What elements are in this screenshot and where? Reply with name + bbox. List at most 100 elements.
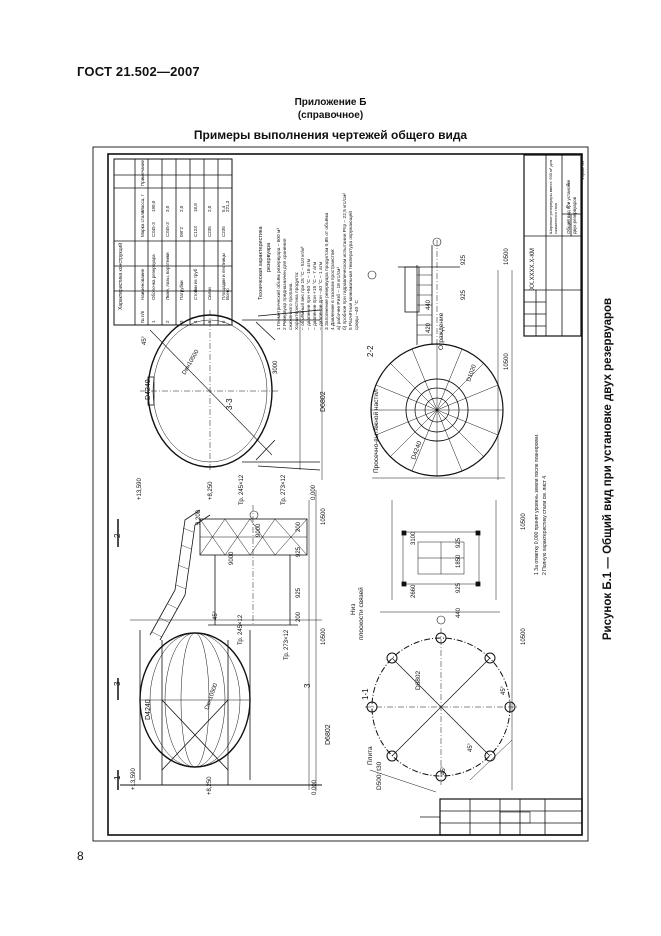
spec-cell: С123 xyxy=(193,226,198,237)
spec-header-note: Примечание xyxy=(140,159,145,186)
mark-3: 3 xyxy=(113,681,122,686)
mark-2: 2 xyxy=(113,533,122,538)
tech-line-4: Характеристика продукта: xyxy=(294,272,300,330)
tech-line-6: – давление при +50 °С – 16 атм xyxy=(306,259,312,330)
pipe-245-bottom: Тр. 245×12 xyxy=(238,614,244,645)
dim-10500-plan: 10500 xyxy=(521,628,527,645)
spec-cell: С345-3 xyxy=(151,222,156,237)
mark-3b: 3 xyxy=(303,683,312,688)
dim-440: 440 xyxy=(456,607,462,618)
elev-8250-bottom: +8,250 xyxy=(207,776,213,795)
spec-table xyxy=(113,158,233,326)
label-plita-size: D500; t30 xyxy=(376,761,383,790)
dim-420: 420 xyxy=(426,322,432,333)
dim-1850: 1850 xyxy=(456,554,462,568)
change-stamp xyxy=(439,798,583,836)
note-2: 2 Полную характеристику стали см. лист 4… xyxy=(542,475,548,575)
stamp-code: ХХ.ХХХХ.Х-КМ xyxy=(530,248,536,290)
stamp-list: 2 xyxy=(565,183,570,186)
dim-925b: 925 xyxy=(296,587,302,598)
dim-925c: 925 xyxy=(456,537,462,548)
spec-cell: 1 xyxy=(151,320,156,323)
stamp-sheet-2: двух резервуаров xyxy=(572,196,577,234)
dim-925-stair-top: 925 xyxy=(461,254,467,265)
dim-10500-plan-top: 10500 xyxy=(521,513,527,530)
elev-8250: +8,250 xyxy=(208,481,214,500)
spec-cell: С345-3 xyxy=(165,222,170,237)
spec-header-name: Наименование xyxy=(140,268,145,300)
spec-cell: 3,0 xyxy=(165,205,170,212)
dim-d6802-plan: D6802 xyxy=(415,670,422,690)
dim-10500-22: 10500 xyxy=(504,353,510,370)
spec-cell: 221,3 xyxy=(225,200,230,212)
label-prosechno: Просечно-вытяжной настил xyxy=(372,389,380,473)
spec-cell: 6 xyxy=(221,320,226,323)
spec-cell: Стойки из труб xyxy=(192,268,198,300)
spec-cell: Всего xyxy=(225,288,230,300)
tech-subtitle: резервуара xyxy=(266,242,272,272)
tech-line-9: 3 Заполнение резервуара продуктом 0,85 о… xyxy=(324,212,330,330)
angle-45c: 45° xyxy=(501,685,507,695)
dim-3100: 3100 xyxy=(411,531,417,545)
spec-header-steel: Марка стали xyxy=(140,210,145,237)
tech-line-5: – объёмный вес при 15 °С – 510 кг/м³ xyxy=(299,246,306,330)
dim-d4240: D4240 xyxy=(145,699,152,720)
elev-0-bottom: 0,000 xyxy=(312,779,318,795)
stamp-stadia: Р xyxy=(565,205,570,208)
dim-d6802: D6802 xyxy=(325,724,332,745)
dim-10500-22-top: 10500 xyxy=(504,248,510,265)
spec-cell: С235 xyxy=(207,226,212,237)
elev-13590: +13,590 xyxy=(137,477,143,500)
spec-cell: Связи xyxy=(207,287,212,300)
elev-0: 0,000 xyxy=(311,484,317,500)
spec-cell: С235 xyxy=(221,226,226,237)
document-header: ГОСТ 21.502—2007 xyxy=(77,64,200,79)
tech-line-8: – давление при –40 °С – 1 атм xyxy=(318,262,324,330)
spec-cell: 18,8 xyxy=(193,203,198,212)
tech-line-11: а) рабочее Pизб – 18 кгс/см² xyxy=(336,267,342,330)
dim-200a: 200 xyxy=(296,521,302,532)
pipe-245-top: Тр. 245×12 xyxy=(239,474,245,505)
dim-2660: 2660 xyxy=(411,584,417,598)
drawing-frame xyxy=(107,153,583,836)
stamp-desc-2: сжиженного газа xyxy=(553,202,558,234)
outer-border xyxy=(92,146,589,842)
view-label-22: 2-2 xyxy=(366,345,375,357)
tech-line-7: – давление при +15 °С – 7 атм xyxy=(312,262,318,330)
dim-d4240-view: D4240 xyxy=(145,379,152,400)
tech-line-2: 2 Резервуар предназначен для хранения xyxy=(282,238,288,330)
dim-925a: 925 xyxy=(296,546,302,557)
tech-line-3: сжиженного пропана. xyxy=(289,282,294,330)
spec-cell: Площадки и лестницы xyxy=(221,253,226,300)
spec-cell: 5 xyxy=(207,320,212,323)
pipe-273-bottom: Тр. 273×12 xyxy=(284,629,290,660)
dim-d10500: Dвн10500 xyxy=(204,682,219,711)
tech-line-1: 1 Геометрический объём резервуара – 600 … xyxy=(275,228,282,330)
dim-925d: 925 xyxy=(456,582,462,593)
angle-45-stair: 45° xyxy=(213,610,219,620)
spec-cell: 3 xyxy=(179,320,184,323)
dim-10500-bottom: 10500 xyxy=(321,628,327,645)
dim-440b: 440 xyxy=(426,299,432,310)
dim-200b: 200 xyxy=(296,611,302,622)
dim-10500-top: 10500 xyxy=(321,508,327,525)
view-label-33: 3-3 xyxy=(225,398,234,410)
dim-3000: 3000 xyxy=(273,360,279,374)
dim-925-stair: 925 xyxy=(461,289,467,300)
view-label-11: 1-1 xyxy=(361,688,370,700)
label-ograzhdenie: Ограждение xyxy=(438,312,445,350)
dim-9000b: 9000 xyxy=(256,523,262,537)
dim-9000: 9000 xyxy=(229,551,235,565)
tech-line-13: 5 Расчётная минимальная температура окру… xyxy=(347,211,354,330)
title-block xyxy=(523,154,582,337)
tech-line-12: б) пробное при гидравлическом испытании … xyxy=(342,193,348,330)
spec-cell: 2,0 xyxy=(207,205,212,212)
spec-cell: 190,0 xyxy=(151,200,156,212)
dim-d4240-plan: D4240 xyxy=(410,440,423,461)
spec-cell: 2 xyxy=(165,320,170,323)
tech-line-14: среды –40 °С xyxy=(354,300,360,330)
spec-cell: 5,4 xyxy=(221,205,226,212)
page-title: Примеры выполнения чертежей общего вида xyxy=(193,128,468,142)
note-1: 1 За отметку 0,000 принят уровень земли … xyxy=(534,434,540,575)
